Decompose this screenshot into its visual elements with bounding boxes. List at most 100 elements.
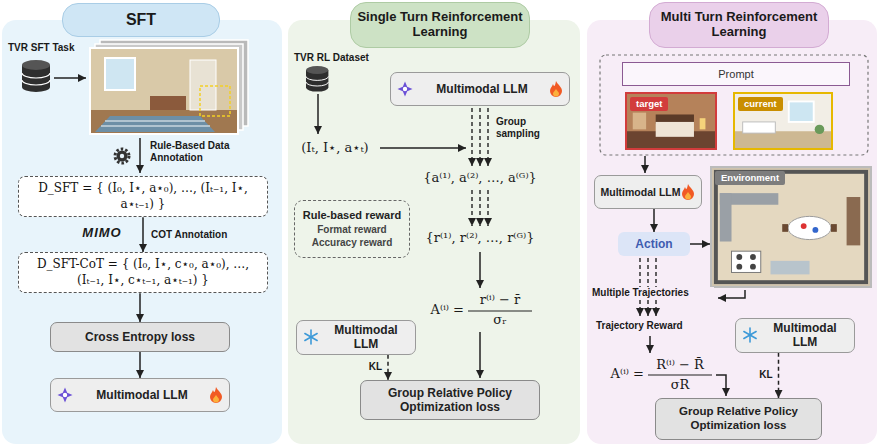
stage-panel: SFTD_SFT = { (I₀, I⋆, a⋆₀), …, (Iₜ₋₁, I⋆… [2, 20, 282, 444]
gear-icon [115, 149, 129, 163]
snowflake-icon [305, 330, 317, 344]
loss-box: Cross Entropy loss [50, 322, 230, 352]
fire-icon [213, 395, 219, 403]
current-view [815, 125, 825, 134]
fire-icon [682, 184, 694, 200]
panel-ground [288, 20, 580, 444]
environment-topdown [712, 168, 870, 286]
fire-icon [681, 184, 695, 200]
loss-box: Group Relative Policy Optimization loss [655, 398, 822, 440]
current-view [743, 122, 776, 133]
current-view [735, 94, 831, 148]
flow-connector [387, 355, 389, 380]
sampling-arrows [479, 190, 480, 226]
sampling-arrows [479, 108, 480, 166]
scene-render [200, 86, 230, 116]
node-text: Action [635, 237, 672, 251]
snowflake-icon [744, 328, 756, 342]
flow-arrow [479, 252, 481, 288]
flow-arrow [139, 138, 141, 173]
dataset-box: D_SFT = { (I₀, I⋆, a⋆₀), …, (Iₜ₋₁, I⋆, a… [18, 176, 268, 217]
math-text: A⁽ⁱ⁾ = [592, 366, 644, 382]
math-text: r⁽ⁱ⁾ − r̄ [468, 292, 532, 308]
fire-icon [210, 387, 222, 403]
prompt-box: Prompt [622, 62, 850, 86]
flow-connector [142, 217, 144, 252]
environment-topdown [750, 264, 756, 270]
environment-topdown [771, 261, 810, 275]
flow-arrow [649, 336, 651, 353]
dataset-label: TVR RL Dataset [294, 52, 386, 64]
flow-connector [778, 353, 780, 398]
environment-frame: Environment [710, 166, 872, 288]
flow-arrow [380, 147, 466, 149]
step-label: Group sampling [496, 116, 572, 140]
fraction-bar [468, 310, 532, 311]
database-icon [306, 66, 328, 74]
sampling-arrows [471, 108, 472, 166]
database-icon [306, 76, 328, 86]
snowflake-icon [742, 327, 758, 343]
environment-topdown [847, 197, 861, 245]
scene-render [150, 96, 186, 110]
environment-topdown [788, 216, 831, 239]
snowflake-icon [303, 329, 319, 345]
database-icon [22, 60, 50, 70]
image-tag: current [738, 97, 783, 111]
node-text: Prompt [718, 68, 753, 80]
node-text: Group Relative Policy Optimization loss [663, 405, 814, 433]
target-view [700, 118, 706, 129]
node-text: Multimodal LLM [96, 388, 187, 402]
fraction-bar [648, 374, 712, 375]
model-box: Multimodal LLM [50, 378, 230, 412]
database-icon [22, 60, 50, 92]
target-view [656, 122, 694, 137]
snowflake-icon [744, 332, 756, 339]
scene-render [90, 110, 238, 134]
dataset-box: D_SFT-CoT = { (I₀, I⋆, c⋆₀, a⋆₀), …, (Iₜ… [18, 252, 268, 293]
environment-topdown [750, 254, 756, 260]
scene-render [90, 48, 238, 134]
reward-box: Rule-based rewardFormat reward Accuracy … [294, 200, 410, 258]
connector-label: KL [369, 361, 382, 373]
stage-heading: SFT [62, 3, 220, 37]
sampling-arrows [472, 108, 488, 226]
stage-heading: Multi Turn Reinforcement Learning [649, 2, 829, 48]
model-logo [398, 82, 413, 97]
model-box: Multimodal LLM [735, 318, 855, 353]
model-box: Multimodal LLM [594, 175, 702, 209]
flow-arrow [479, 332, 481, 378]
scene-render [90, 48, 238, 134]
scene-render [90, 40, 248, 134]
environment-topdown [782, 224, 788, 232]
node-text: Multimodal LLM [762, 321, 848, 350]
sampling-arrows [487, 108, 488, 166]
fire-icon [550, 81, 562, 97]
fire-icon [553, 89, 559, 97]
panel-ground [587, 20, 877, 444]
model-logo [403, 87, 407, 91]
node-text: D_SFT-CoT = { (I₀, I⋆, c⋆₀, a⋆₀), …, (Iₜ… [27, 257, 259, 288]
model-logo [57, 387, 73, 403]
node-text: Multimodal LLM [601, 186, 681, 199]
target-view [633, 113, 646, 130]
sampling-arrows [487, 190, 488, 226]
math-text: R⁽ⁱ⁾ − R̄ [648, 357, 712, 373]
model-logo [58, 388, 73, 403]
scene-render [95, 116, 215, 132]
step-label: Multiple Trajectories [592, 287, 714, 299]
dataset-label: TVR SFT Task [8, 42, 92, 54]
fire-icon [549, 81, 563, 97]
step-label: Trajectory Reward [596, 320, 708, 332]
math-text: A⁽ⁱ⁾ = [408, 302, 464, 318]
image-frame: current [733, 92, 833, 150]
node-text: Group Relative Policy Optimization loss [368, 386, 532, 415]
target-view [627, 94, 715, 148]
current-view [735, 131, 831, 148]
flow-arrow [54, 77, 86, 79]
gear-icon [117, 151, 128, 162]
environment-topdown [732, 251, 761, 272]
model-logo [397, 81, 413, 97]
logo-text: MIMO [74, 225, 130, 241]
